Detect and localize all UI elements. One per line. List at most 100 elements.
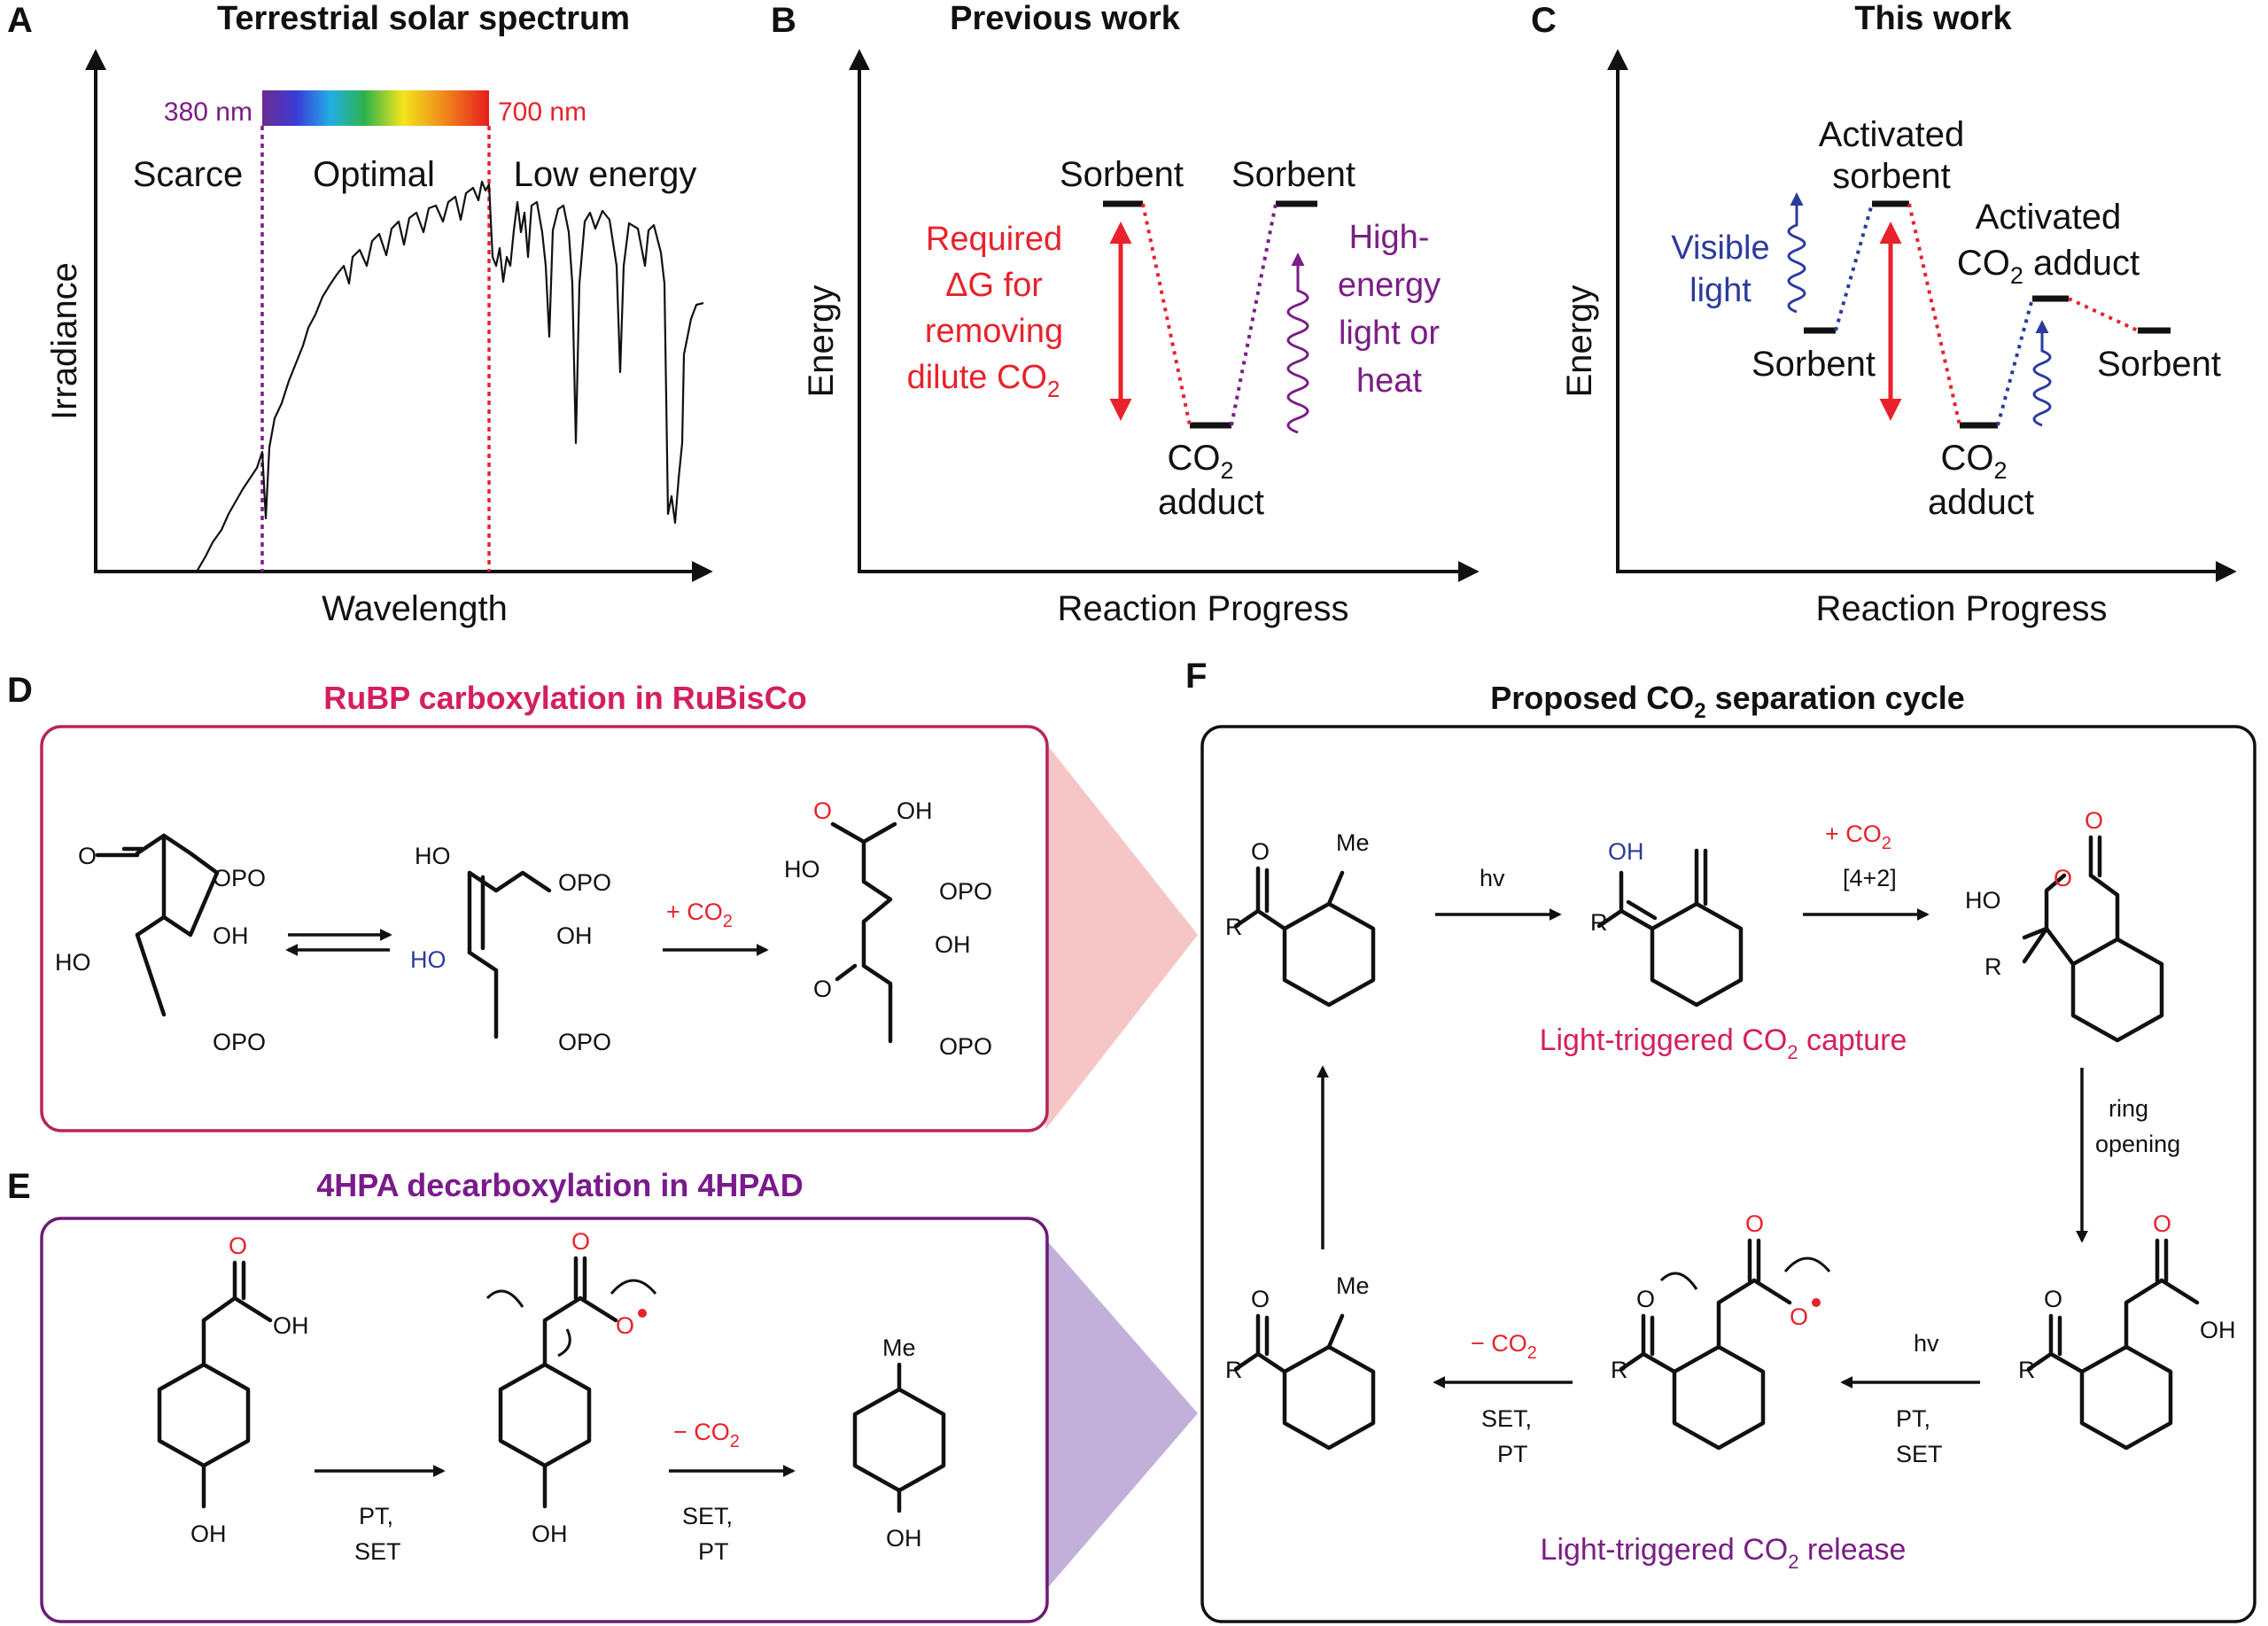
svg-text:OH: OH bbox=[886, 1525, 922, 1552]
activated-sorbent-l1: Activated bbox=[1819, 115, 1965, 154]
panel-b-title: Previous work bbox=[950, 0, 1181, 37]
phenoxy-radical-molecule: O O OH bbox=[485, 1228, 657, 1547]
panel-a-xlabel: Wavelength bbox=[322, 589, 508, 628]
svg-text:ΔG for: ΔG for bbox=[945, 267, 1043, 304]
minus-co2-e: − CO2 bbox=[673, 1419, 740, 1451]
panel-e-box bbox=[40, 1217, 1049, 1623]
pt-set-f-l1: PT, bbox=[1896, 1405, 1930, 1432]
svg-text:OPO: OPO bbox=[213, 1029, 266, 1055]
visible-spectrum-bar bbox=[262, 90, 489, 126]
pt-set-e-l1: PT, bbox=[359, 1503, 393, 1529]
path-c4 bbox=[2068, 297, 2139, 332]
panel-b: B Previous work Energy Reaction Progress… bbox=[771, 0, 1480, 628]
panel-d: D RuBP carboxylation in RuBisCo O OPO HO… bbox=[7, 671, 1198, 1132]
panel-c-xlabel: Reaction Progress bbox=[1815, 589, 2107, 628]
svg-text:OPO: OPO bbox=[558, 869, 611, 896]
release-label: Light-triggered CO2 release bbox=[1541, 1533, 1907, 1573]
svg-text:OPO: OPO bbox=[939, 878, 992, 905]
svg-text:O: O bbox=[1745, 1210, 1764, 1237]
capture-label: Light-triggered CO2 capture bbox=[1540, 1023, 1907, 1063]
svg-text:OPO: OPO bbox=[558, 1029, 611, 1055]
pt-set-e-l2: SET bbox=[354, 1538, 401, 1565]
svg-text:O: O bbox=[1251, 838, 1270, 865]
panel-f-box bbox=[1200, 725, 2256, 1623]
acyl-radical-molecule: O R O O bbox=[1611, 1210, 1831, 1451]
svg-text:O: O bbox=[813, 797, 832, 824]
label-700nm: 700 nm bbox=[498, 97, 586, 127]
energy-wave-icon bbox=[1286, 253, 1309, 434]
set-pt-f-l1: SET, bbox=[1481, 1405, 1532, 1432]
svg-text:HO: HO bbox=[55, 949, 91, 976]
svg-text:removing: removing bbox=[925, 313, 1063, 350]
visible-light-wave-icon bbox=[1787, 192, 1806, 314]
path-c1 bbox=[1834, 203, 1874, 331]
region-scarce: Scarce bbox=[133, 155, 244, 194]
svg-text:O: O bbox=[1636, 1286, 1655, 1312]
hv-label-top: hv bbox=[1480, 865, 1505, 891]
region-low-energy: Low energy bbox=[514, 155, 697, 194]
set-pt-e-l1: SET, bbox=[682, 1503, 733, 1529]
label-380nm: 380 nm bbox=[164, 97, 252, 127]
co2-adduct-label: CO2 bbox=[1167, 439, 1233, 484]
cycloaddition-label: [4+2] bbox=[1843, 865, 1897, 891]
panel-a-title: Terrestrial solar spectrum bbox=[217, 0, 630, 37]
ring-opening-l1: ring bbox=[2109, 1095, 2148, 1122]
panel-letter-e: E bbox=[7, 1167, 31, 1206]
adduct-label: adduct bbox=[1158, 483, 1264, 522]
path-desorb-left bbox=[1141, 203, 1192, 426]
svg-text:OH: OH bbox=[532, 1521, 568, 1547]
path-c3 bbox=[1996, 298, 2034, 426]
panel-e: E 4HPA decarboxylation in 4HPAD O OH OH … bbox=[7, 1167, 1198, 1623]
panel-f-title: Proposed CO2 separation cycle bbox=[1490, 680, 1965, 723]
panel-c-ylabel: Energy bbox=[1560, 285, 1599, 398]
high-energy-text: High- energy light or heat bbox=[1338, 219, 1441, 400]
svg-text:Me: Me bbox=[1336, 829, 1370, 856]
svg-text:OH: OH bbox=[273, 1312, 309, 1339]
panel-c-title: This work bbox=[1854, 0, 2012, 37]
svg-text:OPO: OPO bbox=[213, 865, 266, 891]
panel-b-ylabel: Energy bbox=[802, 285, 841, 398]
adduct-c-label: adduct bbox=[1928, 483, 2034, 522]
svg-text:R: R bbox=[2018, 1357, 2036, 1383]
svg-text:Me: Me bbox=[882, 1334, 916, 1361]
acid-molecule: O R O OH bbox=[2018, 1210, 2236, 1451]
svg-text:R: R bbox=[1225, 1357, 1243, 1383]
activated-sorbent-l2: sorbent bbox=[1832, 157, 1950, 196]
svg-text:O: O bbox=[1251, 1286, 1270, 1312]
svg-text:O: O bbox=[2044, 1286, 2062, 1312]
lactone-molecule: O O HO R bbox=[1965, 807, 2164, 1043]
svg-text:OH: OH bbox=[213, 922, 249, 949]
visible-light-l2: light bbox=[1689, 272, 1751, 309]
svg-text:R: R bbox=[1590, 909, 1608, 936]
svg-text:O: O bbox=[571, 1228, 590, 1255]
svg-text:O: O bbox=[616, 1312, 634, 1339]
path-c2 bbox=[1907, 203, 1961, 426]
activated-adduct-l2: CO2 adduct bbox=[1957, 244, 2140, 289]
svg-text:HO: HO bbox=[415, 843, 451, 869]
activated-adduct-l1: Activated bbox=[1976, 198, 2122, 237]
svg-text:HO: HO bbox=[784, 856, 820, 883]
svg-text:High-: High- bbox=[1349, 219, 1430, 256]
sorbent-left-label: Sorbent bbox=[1060, 155, 1184, 194]
svg-text:R: R bbox=[1611, 1357, 1628, 1383]
panel-a: A Terrestrial solar spectrum Irradiance … bbox=[7, 0, 713, 628]
panel-e-title: 4HPA decarboxylation in 4HPAD bbox=[316, 1167, 803, 1203]
plus-co2-d: + CO2 bbox=[666, 899, 733, 931]
enediol-molecule: HO OPO HO OH OPO bbox=[410, 843, 611, 1055]
set-pt-f-l2: PT bbox=[1497, 1441, 1528, 1467]
cresol-molecule: Me OH bbox=[852, 1334, 946, 1552]
svg-text:HO: HO bbox=[1965, 887, 2001, 914]
panel-c: C This work Energy Reaction Progress Vis… bbox=[1531, 0, 2237, 628]
svg-text:OH: OH bbox=[190, 1521, 227, 1547]
hv-label-bottom: hv bbox=[1914, 1330, 1939, 1357]
methylphenone-bottom: O R Me bbox=[1225, 1272, 1376, 1451]
svg-text:energy: energy bbox=[1338, 267, 1441, 304]
svg-text:light or: light or bbox=[1339, 315, 1440, 352]
carboxylated-product: O OH HO OPO O OH OPO bbox=[784, 797, 992, 1060]
panel-d-pointer bbox=[1045, 743, 1198, 1130]
visible-light-wave-icon-2 bbox=[2032, 320, 2052, 427]
region-optimal: Optimal bbox=[313, 155, 435, 194]
ring-opening-l2: opening bbox=[2095, 1131, 2180, 1157]
svg-text:O: O bbox=[2153, 1210, 2171, 1237]
